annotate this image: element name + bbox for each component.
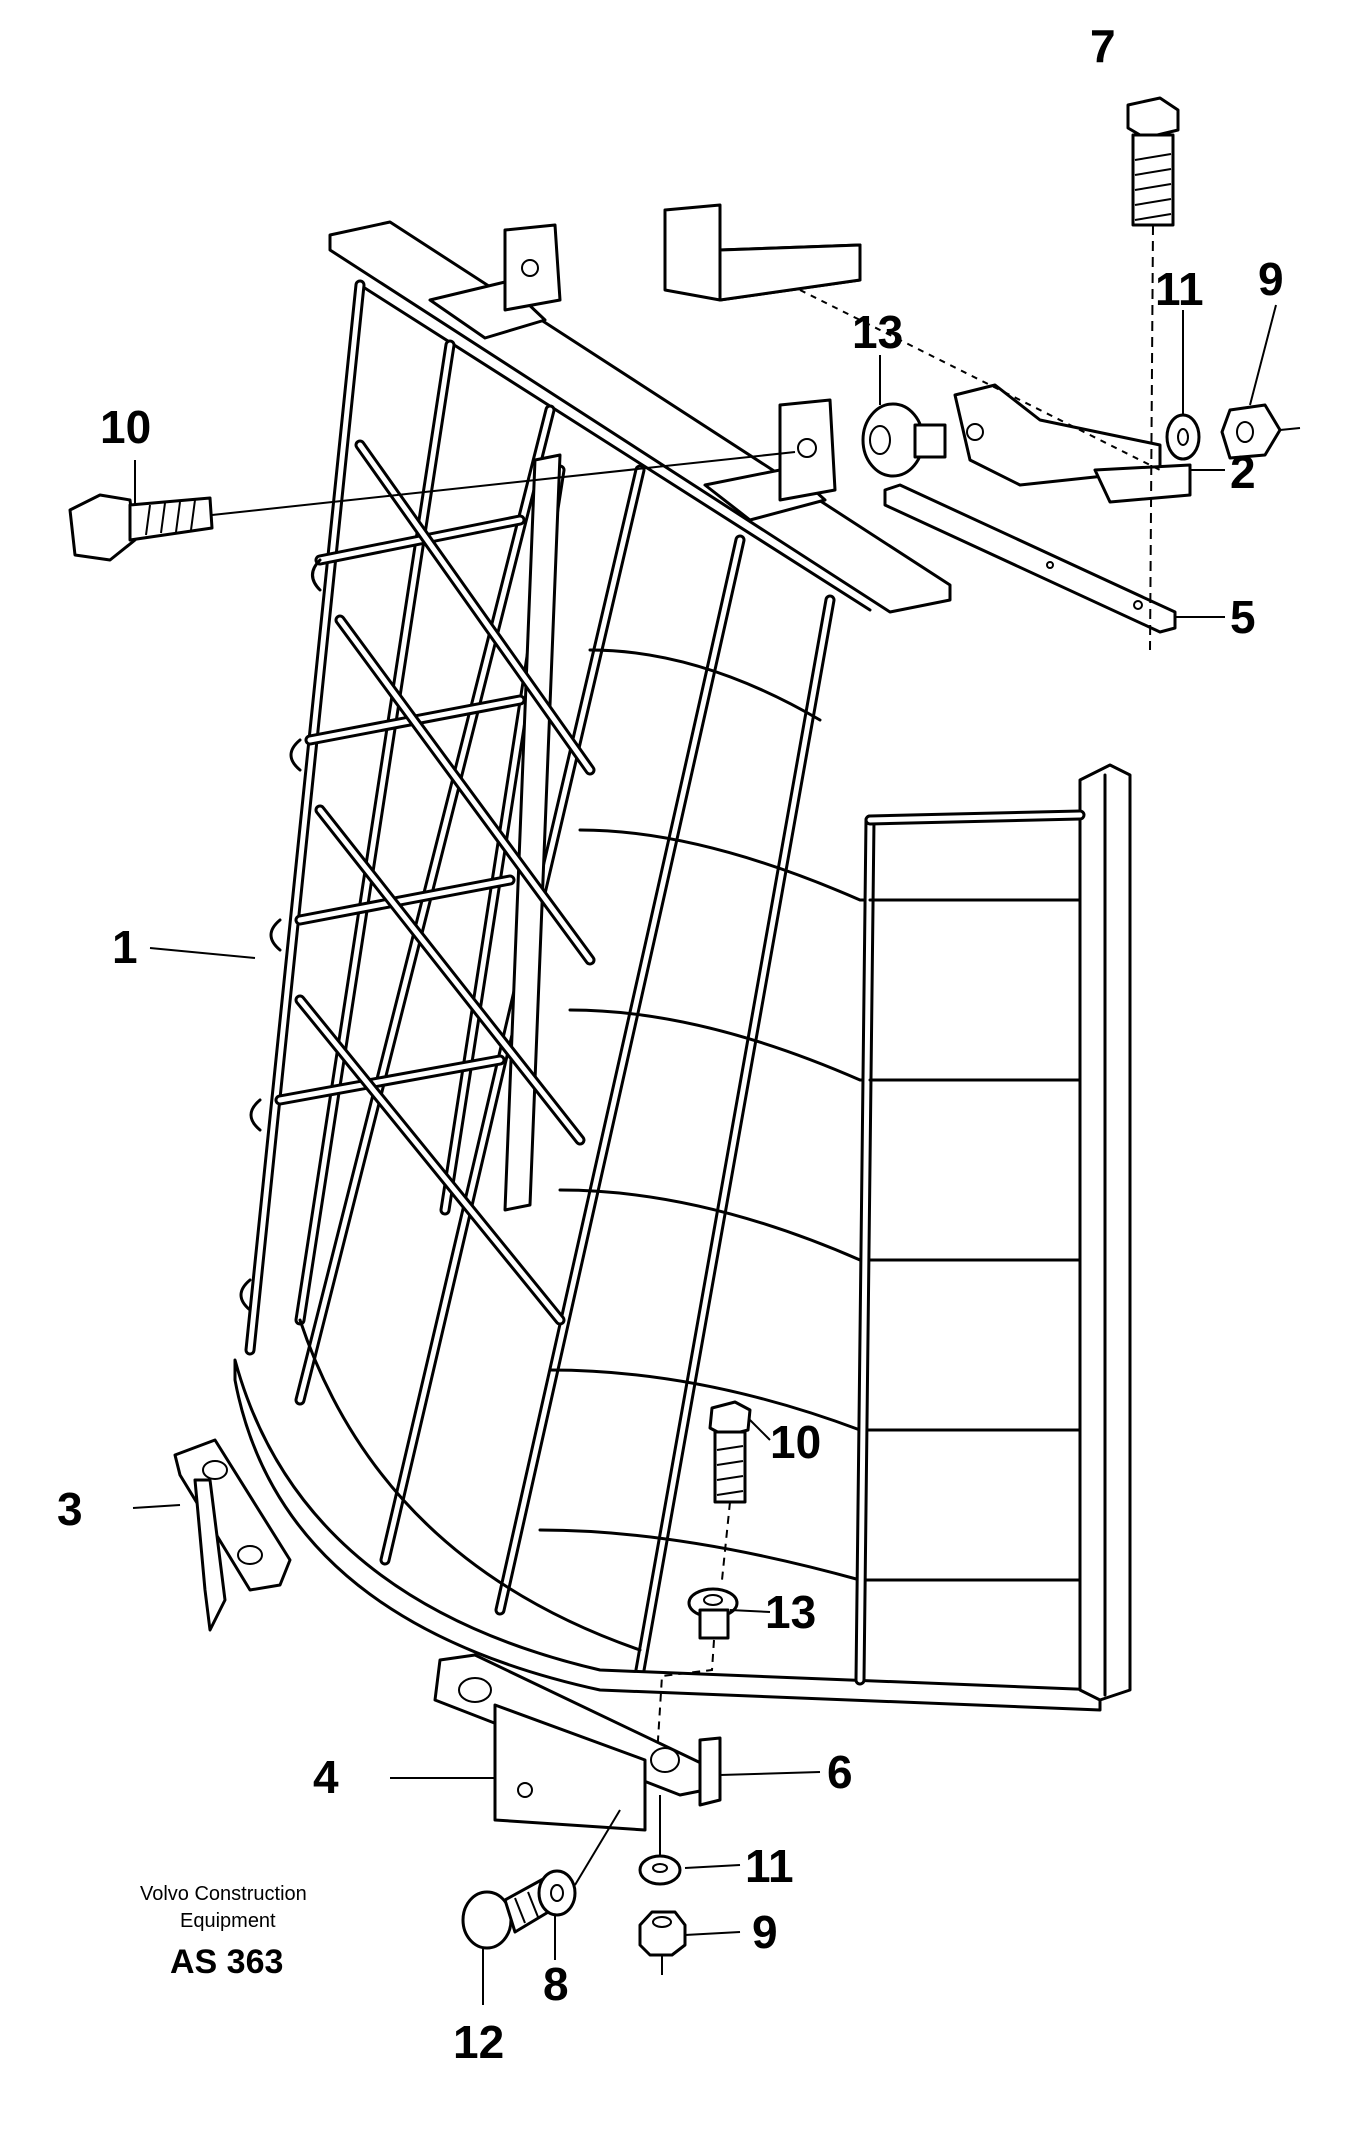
guard-cage-left [233,220,1102,1712]
guard-panel-right [854,763,1132,1702]
bushing-13-mid [656,1587,739,1757]
callout-11-bottom: 11 [745,1840,794,1892]
bolt-10-mid [708,1400,752,1581]
callout-8: 8 [543,1958,569,2010]
bushing-13-top [861,402,947,478]
washer-8 [537,1809,621,1917]
credit-line-1: Volvo Construction [140,1883,307,1905]
callout-9-top: 9 [1258,253,1284,305]
callout-5: 5 [1230,591,1256,643]
callout-10-mid: 10 [770,1416,821,1468]
callout-6: 6 [827,1746,853,1798]
bracket-top [663,203,1192,634]
callout-13-top: 13 [852,306,903,358]
bolt-7 [1126,96,1180,651]
credit-block: Volvo Construction Equipment AS 363 [140,1883,307,1981]
callout-3: 3 [57,1483,83,1535]
callout-4: 4 [313,1751,339,1803]
bolt-10-top [68,451,796,562]
callout-11-top: 11 [1155,263,1204,315]
leader-lines [132,304,1277,2005]
washer-11-bottom [638,1795,682,1886]
callout-7: 7 [1090,20,1116,72]
callout-10-top: 10 [100,401,151,453]
plate-4 [433,1653,722,1832]
credit-line-2: Equipment [180,1910,276,1932]
callout-9-bottom: 9 [752,1906,778,1958]
nut-9-top [1220,403,1301,460]
callout-12: 12 [453,2016,504,2068]
bracket-3 [173,1438,292,1632]
nut-9-bottom [638,1910,687,1975]
callout-2: 2 [1230,446,1256,498]
callout-labels: 7 11 9 13 10 2 5 1 10 3 13 4 6 11 9 8 12 [57,20,1284,2068]
washer-11-top [1165,413,1201,461]
callout-13-mid: 13 [765,1586,816,1638]
callout-1: 1 [112,921,138,973]
diagram-code: AS 363 [170,1943,283,1981]
